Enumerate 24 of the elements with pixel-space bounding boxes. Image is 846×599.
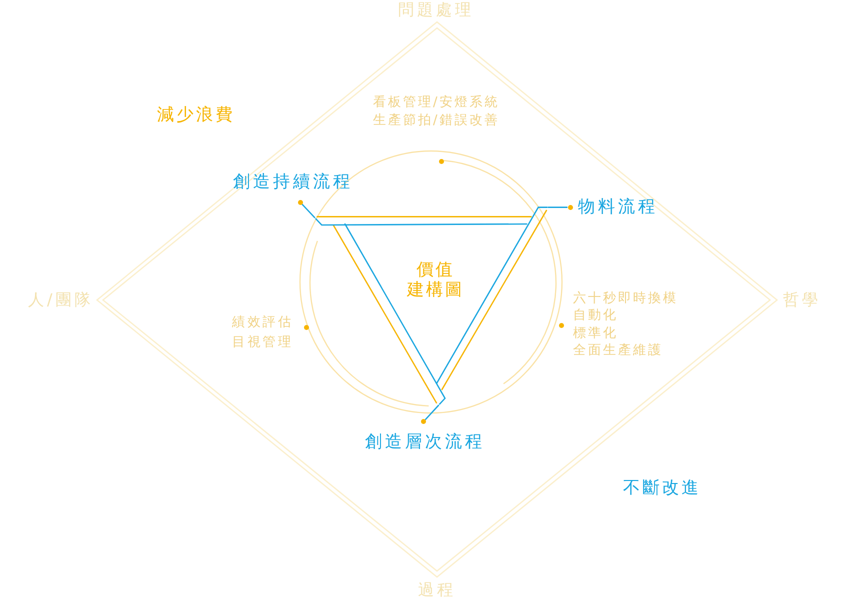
process-label: 物料流程 <box>578 197 658 218</box>
list-item: 六十秒即時換模 <box>573 291 678 307</box>
corner-label: 哲學 <box>783 290 821 310</box>
list-item: 標準化 <box>573 326 618 342</box>
list-item: 自動化 <box>573 308 618 324</box>
dot-marker <box>421 419 426 424</box>
list-item: 績效評估 <box>232 315 294 331</box>
list-item: 目視管理 <box>232 335 294 351</box>
leader-line <box>301 203 316 218</box>
list-item: 生產節拍/錯誤改善 <box>373 113 500 129</box>
center-title: 價值建構圖 <box>406 260 465 300</box>
leader-line <box>424 404 440 420</box>
dot-marker <box>298 200 302 204</box>
process-label: 創造持續流程 <box>233 172 353 192</box>
category-label: 不斷改進 <box>623 478 701 498</box>
category-label: 減少浪費 <box>157 105 235 126</box>
process-label: 創造層次流程 <box>365 432 485 452</box>
list-item: 全面生產維護 <box>573 343 663 359</box>
leader-line <box>548 206 568 208</box>
corner-label: 過程 <box>418 580 456 599</box>
corner-label: 問題處理 <box>398 0 474 20</box>
dot-marker <box>568 204 572 210</box>
corner-label: 人/團隊 <box>28 290 94 310</box>
list-item: 看板管理/安燈系統 <box>373 95 500 111</box>
